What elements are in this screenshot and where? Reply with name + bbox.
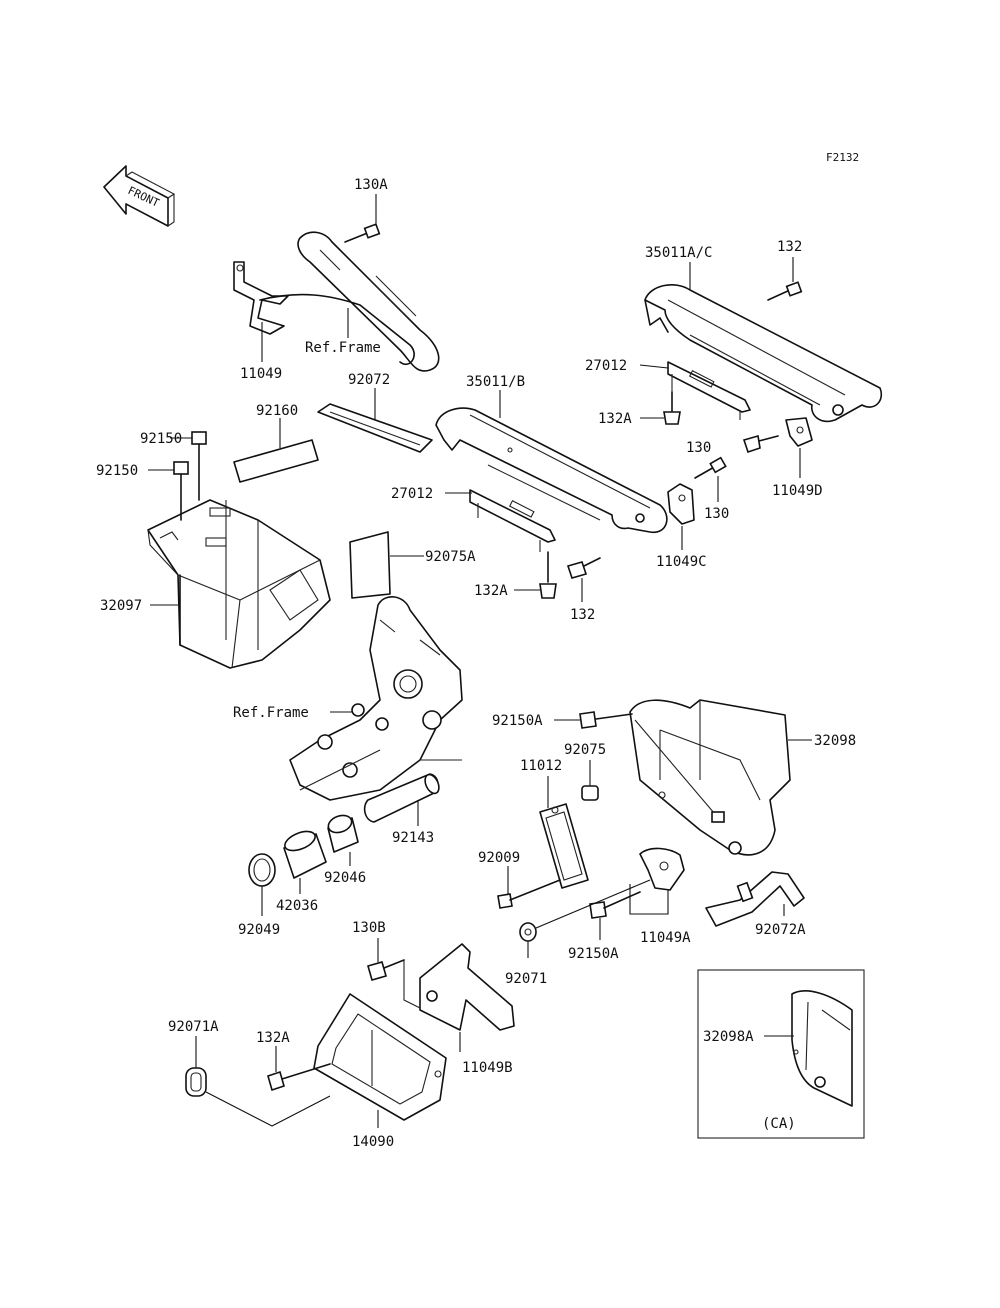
frame-upper-ref [259, 231, 440, 372]
label-14090: 14090 [352, 1134, 394, 1150]
label-42036: 42036 [276, 898, 318, 914]
label-11049C: 11049C [656, 554, 707, 570]
label-32098A: 32098A [703, 1029, 754, 1045]
seal-92049 [248, 853, 276, 887]
plate-27012-mid [469, 489, 556, 552]
label-92075A: 92075A [425, 549, 476, 565]
bolt-132-mid [566, 557, 601, 579]
bolt-92150-b [173, 461, 189, 521]
bolt-130B [367, 959, 405, 981]
label-27012-top: 27012 [585, 358, 627, 374]
bolt-132A-bottom [267, 1063, 331, 1092]
cover-14090 [313, 993, 447, 1121]
inset-label: (CA) [762, 1116, 796, 1132]
label-130-mid: 130 [704, 506, 729, 522]
frame-pivot-ref [289, 596, 463, 801]
bracket-11049B [403, 943, 515, 1031]
chain-guard-35011B [435, 407, 668, 533]
label-130A: 130A [354, 177, 388, 193]
bearing-92046 [327, 814, 359, 853]
label-92150A-top: 92150A [492, 713, 543, 729]
bracket-11049D [785, 417, 813, 447]
bolt-132A-top [663, 391, 681, 425]
filter-11012 [539, 803, 589, 889]
label-132A-bottom: 132A [256, 1030, 290, 1046]
inset-box: (CA) [697, 969, 865, 1139]
label-92072: 92072 [348, 372, 390, 388]
label-92143: 92143 [392, 830, 434, 846]
label-92160: 92160 [256, 403, 298, 419]
figure-code: F2132 [826, 151, 859, 164]
label-92071A: 92071A [168, 1019, 219, 1035]
sheet-92075A [349, 531, 391, 599]
label-27012-mid: 27012 [391, 486, 433, 502]
bolt-130-mid [694, 456, 727, 479]
label-32098: 32098 [814, 733, 856, 749]
bolt-132A-mid [539, 551, 557, 599]
label-132-mid: 132 [570, 607, 595, 623]
screw-92009 [497, 879, 561, 909]
battery-case-32098 [629, 699, 791, 856]
nut-92071 [519, 922, 537, 942]
label-132A-top: 132A [598, 411, 632, 427]
label-130-top: 130 [686, 440, 711, 456]
label-92071: 92071 [505, 971, 547, 987]
label-92150-b: 92150 [96, 463, 138, 479]
bracket-11049 [233, 261, 289, 335]
plate-27012-top [667, 361, 751, 420]
sleeve-42036 [283, 830, 327, 879]
pad-92160 [233, 439, 319, 483]
label-92150-a: 92150 [140, 431, 182, 447]
label-11049A: 11049A [640, 930, 691, 946]
strap-92072A [705, 871, 805, 927]
label-ref-frame-2: Ref.Frame [233, 705, 309, 721]
label-92075: 92075 [564, 742, 606, 758]
bolt-92150-a [191, 431, 207, 501]
bolt-130-top [742, 434, 779, 454]
label-130B: 130B [352, 920, 386, 936]
label-132A-mid: 132A [474, 583, 508, 599]
label-92046: 92046 [324, 870, 366, 886]
chain-guard-35011AC [644, 284, 882, 423]
label-11049: 11049 [240, 366, 282, 382]
collar-92143 [363, 773, 440, 823]
label-92049: 92049 [238, 922, 280, 938]
label-35011AC: 35011A/C [645, 245, 712, 261]
label-92009: 92009 [478, 850, 520, 866]
grommet-92071A [185, 1067, 207, 1097]
label-92150A-bottom: 92150A [568, 946, 619, 962]
label-32097: 32097 [100, 598, 142, 614]
bracket-11049C [667, 483, 695, 525]
bracket-11049A [639, 847, 685, 891]
bolt-92150A-top [579, 711, 633, 729]
label-132-top: 132 [777, 239, 802, 255]
battery-case-32097 [147, 499, 331, 669]
label-11012: 11012 [520, 758, 562, 774]
front-arrow-icon: FRONT [103, 165, 176, 227]
label-ref-frame-1: Ref.Frame [305, 340, 381, 356]
label-92072A: 92072A [755, 922, 806, 938]
bolt-132-top [767, 281, 803, 301]
bolt-130A [344, 223, 381, 243]
label-11049D: 11049D [772, 483, 823, 499]
bolt-92150A-bottom [589, 891, 641, 919]
strap-92072 [317, 403, 433, 453]
grommet-92075 [581, 785, 599, 801]
label-35011B: 35011/B [466, 374, 525, 390]
label-11049B: 11049B [462, 1060, 513, 1076]
